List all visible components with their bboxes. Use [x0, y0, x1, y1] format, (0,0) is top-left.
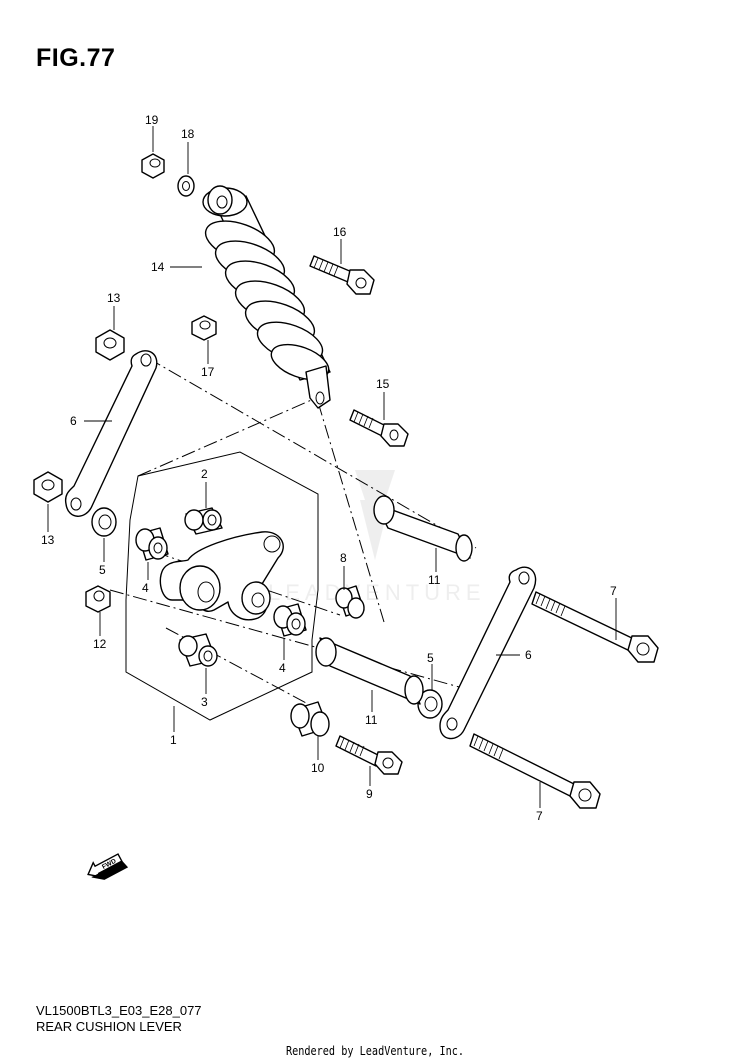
callout-labels: 19 18 16 14 13 17 15 6 2 13 5 8 4 11 7 1…	[41, 113, 617, 823]
bolt-9[interactable]	[335, 735, 403, 775]
callout-15: 15	[376, 377, 390, 391]
washer-5-left[interactable]	[91, 507, 117, 537]
callout-6-left: 6	[70, 414, 77, 428]
bearing-2[interactable]	[184, 507, 223, 535]
nut-17[interactable]	[191, 315, 217, 341]
lever-assembly-outline	[125, 451, 319, 721]
callout-18: 18	[181, 127, 195, 141]
callout-16: 16	[333, 225, 347, 239]
rear-shock-absorber-14[interactable]	[200, 185, 333, 409]
bolt-16[interactable]	[309, 255, 375, 295]
callout-1: 1	[170, 733, 177, 747]
callout-7-lower: 7	[536, 809, 543, 823]
callout-4-right: 4	[279, 661, 286, 675]
callout-11-upper: 11	[428, 573, 441, 587]
fwd-arrow-icon: FWD	[87, 853, 129, 880]
sleeve-11-upper[interactable]	[373, 495, 473, 562]
watermark-text: LEADVENTURE	[268, 580, 486, 605]
diagram-name: REAR CUSHION LEVER	[36, 1019, 182, 1034]
callout-6-right: 6	[525, 648, 532, 662]
bolt-7-lower[interactable]	[469, 733, 601, 809]
washer-5-right[interactable]	[417, 689, 443, 719]
callout-5-left: 5	[99, 563, 106, 577]
bearing-4-left[interactable]	[135, 527, 169, 561]
bolt-15[interactable]	[349, 409, 409, 447]
callout-12: 12	[93, 637, 107, 651]
callout-9: 9	[366, 787, 373, 801]
bearing-3[interactable]	[178, 633, 218, 667]
figure-title: FIG.77	[36, 44, 116, 72]
bolt-7-upper[interactable]	[531, 591, 659, 663]
callout-14: 14	[151, 260, 165, 274]
spacer-8[interactable]	[335, 585, 365, 619]
nut-13-upper[interactable]	[95, 329, 125, 361]
callout-5-right: 5	[427, 651, 434, 665]
callout-19: 19	[145, 113, 159, 127]
callout-7-upper: 7	[610, 584, 617, 598]
spacer-10[interactable]	[290, 701, 330, 737]
washer-18[interactable]	[177, 175, 195, 197]
callout-17: 17	[201, 365, 215, 379]
callout-13-upper: 13	[107, 291, 121, 305]
sleeve-11-lower[interactable]	[315, 637, 424, 705]
render-credit: Rendered by LeadVenture, Inc.	[285, 1044, 465, 1058]
nut-19[interactable]	[141, 153, 165, 179]
callout-4-left: 4	[142, 581, 149, 595]
diagram-code: VL1500BTL3_E03_E28_077	[36, 1003, 202, 1018]
cushion-rod-6-right[interactable]	[439, 566, 537, 740]
nut-12[interactable]	[85, 585, 111, 613]
callout-3: 3	[201, 695, 208, 709]
bearing-4-right[interactable]	[273, 603, 307, 637]
callout-10: 10	[311, 761, 325, 775]
callout-2: 2	[201, 467, 208, 481]
callout-11-lower: 11	[365, 713, 378, 727]
nut-13-lower[interactable]	[33, 471, 63, 503]
leader-lines	[47, 126, 617, 808]
callout-8: 8	[340, 551, 347, 565]
callout-13-lower: 13	[41, 533, 55, 547]
cushion-lever-body[interactable]	[159, 531, 284, 621]
cushion-rod-6-left[interactable]	[64, 350, 158, 517]
